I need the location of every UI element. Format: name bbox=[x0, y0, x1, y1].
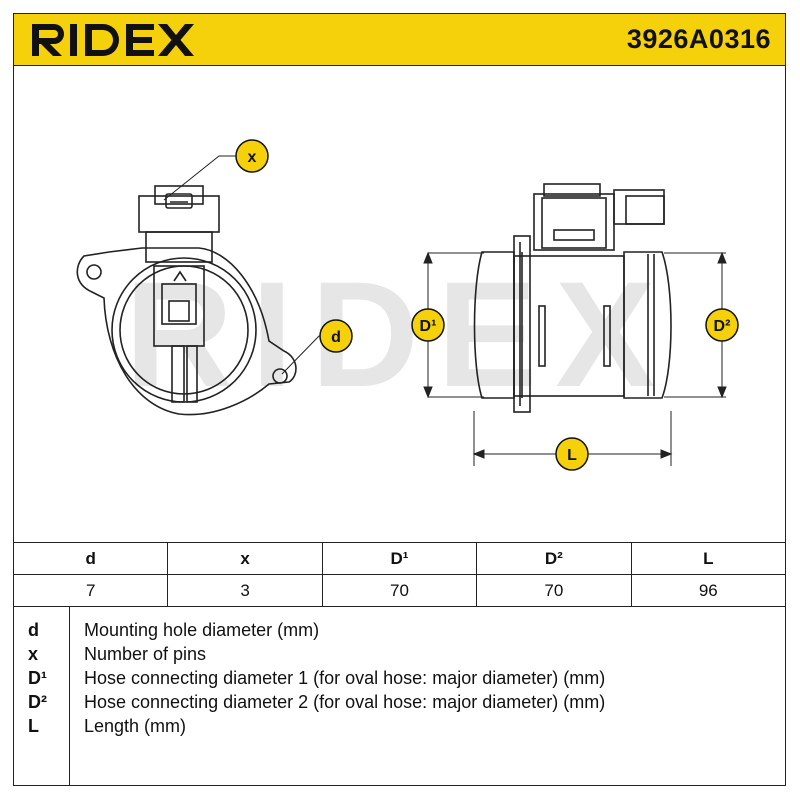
header-bar: 3926A0316 bbox=[13, 13, 786, 66]
left-pipe bbox=[473, 251, 515, 399]
watermark-text: RIDEX bbox=[125, 250, 673, 418]
legend-item: d Mounting hole diameter (mm) bbox=[14, 620, 774, 644]
callout-d1-label: D¹ bbox=[420, 318, 437, 335]
dimensions-header-row: d x D¹ D² L bbox=[12, 542, 787, 575]
front-view bbox=[76, 185, 297, 416]
callout-d-label: d bbox=[331, 329, 341, 346]
connector-top bbox=[533, 193, 615, 251]
technical-drawing: RIDEX x d bbox=[76, 139, 739, 471]
header-l: L bbox=[630, 542, 787, 575]
callout-l-label: L bbox=[567, 447, 577, 464]
legend-key: L bbox=[28, 716, 39, 736]
legend-description: Mounting hole diameter (mm) bbox=[84, 620, 320, 640]
callout-d: d bbox=[281, 319, 353, 375]
legend-description: Hose connecting diameter 1 (for oval hos… bbox=[84, 668, 606, 688]
legend-item: L Length (mm) bbox=[14, 716, 774, 740]
legend-key: D¹ bbox=[28, 668, 47, 688]
header-d1: D¹ bbox=[321, 542, 478, 575]
callout-d1: D¹ bbox=[411, 308, 445, 342]
dimensions-table: d x D¹ D² L 7 3 70 70 96 bbox=[12, 542, 787, 607]
legend-description: Hose connecting diameter 2 (for oval hos… bbox=[84, 692, 606, 712]
value-d1: 70 bbox=[321, 574, 478, 607]
value-d2: 70 bbox=[476, 574, 632, 607]
legend-item: x Number of pins bbox=[14, 644, 774, 668]
legend-key: d bbox=[28, 620, 39, 640]
legend-key: D² bbox=[28, 692, 47, 712]
value-d: 7 bbox=[12, 574, 169, 607]
callout-x: x bbox=[163, 139, 269, 201]
header-d2: D² bbox=[476, 542, 632, 575]
ridex-logo bbox=[32, 24, 194, 56]
flange-outline bbox=[76, 247, 297, 416]
dimensions-value-row: 7 3 70 70 96 bbox=[12, 574, 787, 607]
right-pipe bbox=[623, 251, 672, 399]
callout-l: L bbox=[555, 437, 589, 471]
value-l: 96 bbox=[630, 574, 787, 607]
header-x: x bbox=[167, 542, 323, 575]
mounting-hole-left bbox=[86, 264, 102, 280]
legend-item: D¹ Hose connecting diameter 1 (for oval … bbox=[14, 668, 774, 692]
part-number: 3926A0316 bbox=[626, 24, 771, 54]
legend-key: x bbox=[28, 644, 39, 664]
value-x: 3 bbox=[167, 574, 323, 607]
side-view bbox=[473, 183, 672, 413]
callout-d2: D² bbox=[705, 308, 739, 342]
header-d: d bbox=[12, 542, 169, 575]
legend: d Mounting hole diameter (mm) x Number o… bbox=[13, 606, 786, 786]
legend-divider bbox=[69, 606, 70, 785]
callout-x-label: x bbox=[248, 149, 257, 166]
legend-description: Number of pins bbox=[84, 644, 207, 664]
callout-d2-label: D² bbox=[714, 318, 731, 335]
legend-item: D² Hose connecting diameter 2 (for oval … bbox=[14, 692, 774, 716]
mounting-hole-right bbox=[272, 368, 288, 384]
legend-description: Length (mm) bbox=[84, 716, 187, 736]
